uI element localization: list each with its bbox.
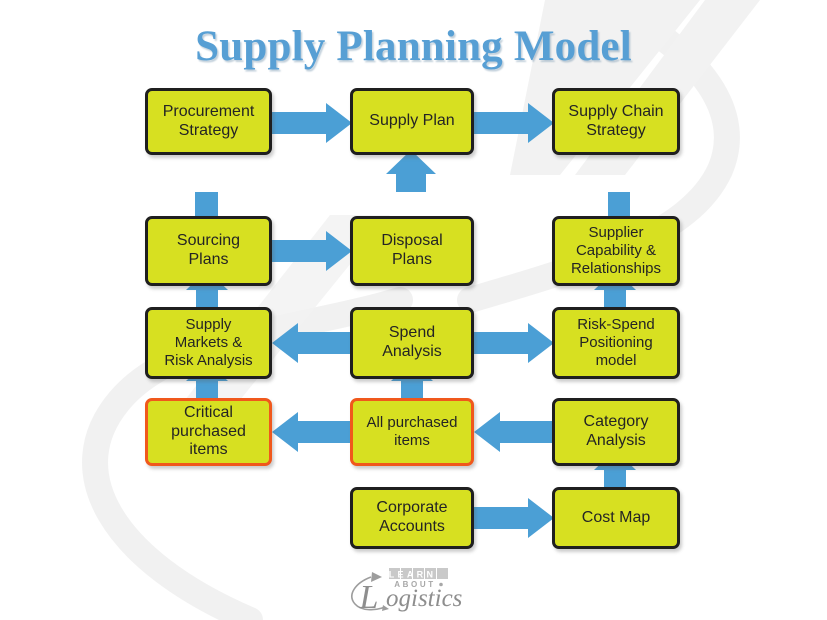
arrow-procurement-to-supplyplan	[272, 103, 352, 143]
arrow-corporate-to-costmap	[474, 498, 554, 538]
node-all-purchased-items[interactable]: All purchased items	[350, 398, 474, 466]
node-disposal-plans[interactable]: Disposal Plans	[350, 216, 474, 286]
arrow-spend-to-supplymarkets	[272, 323, 352, 363]
node-spend-analysis[interactable]: Spend Analysis	[350, 307, 474, 379]
node-risk-spend-positioning-model[interactable]: Risk-Spend Positioning model	[552, 307, 680, 379]
arrow-bracket-to-supplyplan	[195, 150, 630, 216]
node-critical-purchased-items[interactable]: Critical purchased items	[145, 398, 272, 466]
node-sourcing-plans[interactable]: Sourcing Plans	[145, 216, 272, 286]
node-cost-map[interactable]: Cost Map	[552, 487, 680, 549]
node-supplier-capability[interactable]: Supplier Capability & Relationships	[552, 216, 680, 286]
node-corporate-accounts[interactable]: Corporate Accounts	[350, 487, 474, 549]
node-supply-markets-risk-analysis[interactable]: Supply Markets & Risk Analysis	[145, 307, 272, 379]
arrow-allpurchased-to-critical	[272, 412, 352, 452]
node-category-analysis[interactable]: Category Analysis	[552, 398, 680, 466]
arrow-spend-to-riskspend	[474, 323, 554, 363]
logo-line2: ABOUT	[394, 580, 435, 589]
arrow-costmap-to-category	[594, 450, 636, 487]
node-procurement-strategy[interactable]: Procurement Strategy	[145, 88, 272, 155]
learn-about-logistics-logo: LEARN ABOUT L ogistics	[351, 568, 462, 613]
arrow-sourcing-to-disposal	[272, 231, 352, 271]
logo-line3: ogistics	[386, 585, 462, 612]
page-title: Supply Planning Model	[195, 23, 632, 70]
node-supply-chain-strategy[interactable]: Supply Chain Strategy	[552, 88, 680, 155]
node-supply-plan[interactable]: Supply Plan	[350, 88, 474, 155]
arrow-category-to-allpurchased	[474, 412, 554, 452]
logo-initial: L	[359, 579, 379, 613]
logo-line1: LEARN	[389, 570, 437, 580]
arrow-supplyplan-to-supplychain	[474, 103, 554, 143]
